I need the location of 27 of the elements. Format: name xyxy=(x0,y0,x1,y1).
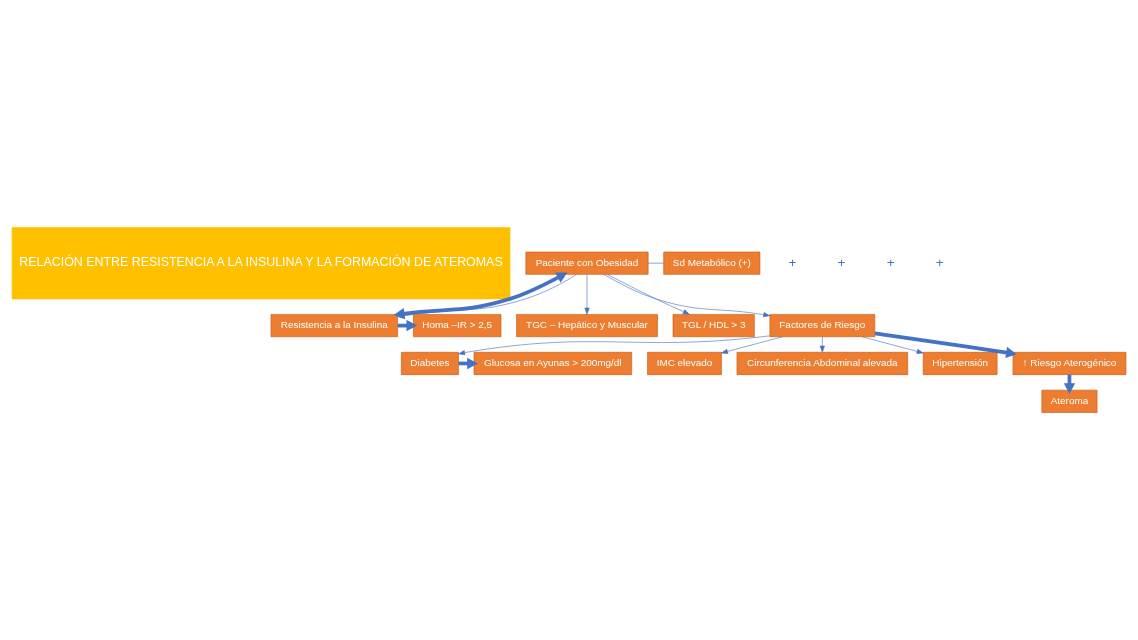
node-box: Glucosa en Ayunas > 200mg/dl xyxy=(473,352,632,375)
node-box: Diabetes xyxy=(401,352,459,375)
label: + xyxy=(788,254,797,270)
node-box: ↑ Riesgo Aterogénico xyxy=(1012,352,1127,375)
node-box: TGC – Hepático y Muscular xyxy=(516,314,658,338)
label: + xyxy=(886,254,895,270)
arrow xyxy=(721,336,783,354)
arrow xyxy=(584,274,590,315)
node-box: Circunferencia Abdominal alevada xyxy=(736,352,908,375)
arrow xyxy=(819,336,825,353)
node-box: Hipertensión xyxy=(922,352,998,375)
arrow xyxy=(607,274,690,315)
node-box: RELACIÓN ENTRE RESISTENCIA A LA INSULINA Y LA FORMACIÓN DE ATEROMAS xyxy=(11,227,511,300)
node-box: Ateroma xyxy=(1041,389,1098,413)
arrow xyxy=(874,331,1017,359)
node-box: Paciente con Obesidad xyxy=(525,251,649,275)
node-box: TGL / HDL > 3 xyxy=(672,314,755,338)
arrow xyxy=(861,336,924,354)
arrow xyxy=(603,274,771,318)
node-box: Homa –IR > 2,5 xyxy=(413,314,502,338)
arrow xyxy=(458,335,771,356)
label: + xyxy=(935,254,944,270)
node-box: IMC elevado xyxy=(647,352,722,375)
label: + xyxy=(837,254,846,270)
node-box: Factores de Riesgo xyxy=(769,314,876,338)
node-box: Resistencia a la Insulina xyxy=(270,314,398,338)
node-box: Sd Metabólico (+) xyxy=(663,251,761,275)
